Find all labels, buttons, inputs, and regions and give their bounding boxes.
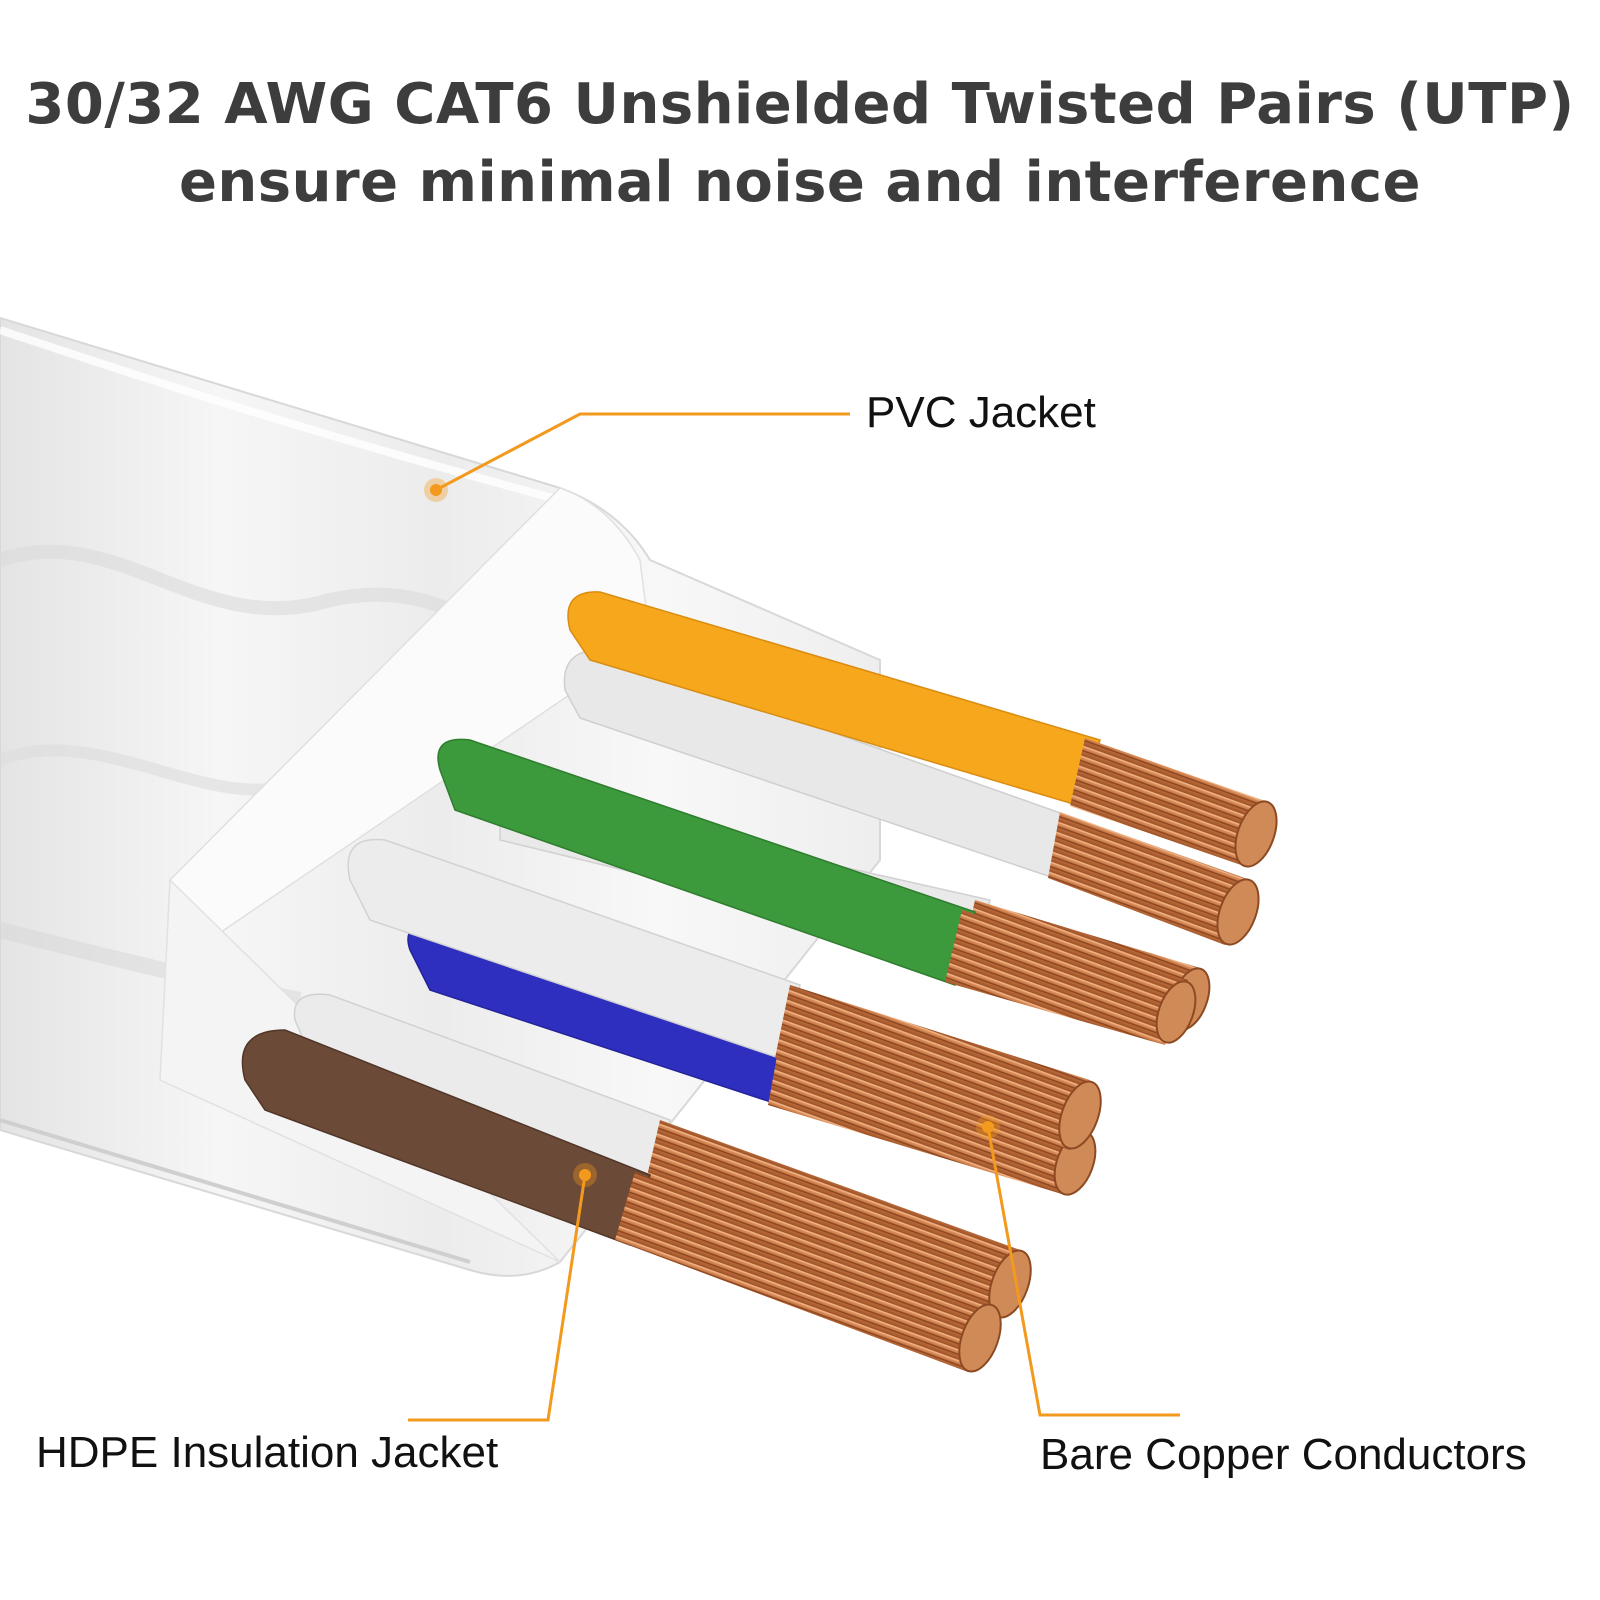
pvc-jacket-label: PVC Jacket <box>866 388 1096 437</box>
callout-line-hdpe <box>408 1163 597 1422</box>
bare-copper-label: Bare Copper Conductors <box>1040 1430 1527 1479</box>
wire-white-brown <box>293 993 1032 1319</box>
callout-line-pvc <box>424 412 850 502</box>
headline-line-1: 30/32 AWG CAT6 Unshielded Twisted Pairs … <box>25 72 1575 137</box>
wire-brown <box>241 1029 1002 1373</box>
wire-white-blue <box>347 838 1102 1150</box>
headline-line-2: ensure minimal noise and interference <box>178 150 1422 215</box>
wire-orange <box>567 591 1278 868</box>
wire-green <box>437 738 1197 1045</box>
callout-line-copper <box>976 1115 1180 1417</box>
wire-white-orange <box>563 649 1260 946</box>
hdpe-insulation-label: HDPE Insulation Jacket <box>36 1428 499 1477</box>
